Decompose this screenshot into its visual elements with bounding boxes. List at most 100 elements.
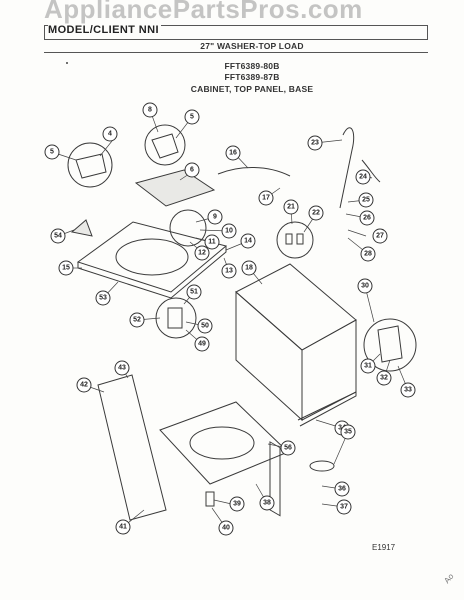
- svg-text:22: 22: [312, 210, 320, 217]
- svg-text:28: 28: [364, 251, 372, 258]
- cabinet-bracket-part: [377, 325, 403, 363]
- bracket-detail-circle: [276, 221, 314, 259]
- svg-text:49: 49: [198, 341, 206, 348]
- svg-text:23: 23: [311, 140, 319, 147]
- callout-28: 28: [360, 246, 376, 262]
- callout-41: 41: [115, 519, 131, 535]
- callout-5: 5: [184, 109, 200, 125]
- header-rule-2: [44, 52, 428, 53]
- svg-text:39: 39: [233, 501, 241, 508]
- callout-50: 50: [197, 318, 213, 334]
- callout-43: 43: [114, 360, 130, 376]
- callout-25: 25: [358, 192, 374, 208]
- callout-18: 18: [241, 260, 257, 276]
- callout-16: 16: [225, 145, 241, 161]
- svg-text:42: 42: [80, 382, 88, 389]
- callout-5: 5: [44, 144, 60, 160]
- header-title: 27" WASHER-TOP LOAD: [200, 41, 304, 51]
- svg-text:30: 30: [361, 283, 369, 290]
- diagram-code: E1917: [372, 543, 396, 552]
- callout-12: 12: [194, 245, 210, 261]
- svg-text:25: 25: [362, 197, 370, 204]
- callout-56: 56: [280, 440, 296, 456]
- hinge-detail-circle: [67, 142, 113, 188]
- cabinet-bottom-strip: [297, 391, 357, 427]
- callout-22: 22: [308, 205, 324, 221]
- cabinet-slot-1: [269, 441, 281, 517]
- svg-text:21: 21: [287, 204, 295, 211]
- svg-text:43: 43: [118, 365, 126, 372]
- callout-49: 49: [194, 336, 210, 352]
- callout-52: 52: [129, 312, 145, 328]
- base-center-ring: [189, 426, 255, 460]
- callout-15: 15: [58, 260, 74, 276]
- callout-38: 38: [259, 495, 275, 511]
- switch-detail-circle: [144, 124, 186, 166]
- svg-text:36: 36: [338, 486, 346, 493]
- callout-26: 26: [359, 210, 375, 226]
- callout-30: 30: [357, 278, 373, 294]
- svg-text:10: 10: [225, 228, 233, 235]
- lid-switch-detail-circle: [169, 209, 207, 247]
- svg-text:14: 14: [244, 238, 252, 245]
- callout-51: 51: [186, 284, 202, 300]
- callout-10: 10: [221, 223, 237, 239]
- callout-36: 36: [334, 481, 350, 497]
- switch-part: [151, 133, 179, 159]
- svg-text:5: 5: [190, 114, 194, 121]
- latch-part: [167, 307, 183, 329]
- callout-31: 31: [360, 358, 376, 374]
- callout-14: 14: [240, 233, 256, 249]
- hose-clamp-part: [361, 159, 381, 183]
- base-part: [159, 401, 289, 485]
- callout-24: 24: [355, 169, 371, 185]
- callout-35: 35: [340, 424, 356, 440]
- svg-text:41: 41: [119, 524, 127, 531]
- callout-17: 17: [258, 190, 274, 206]
- model-number-2: FFT6389-87B: [224, 72, 280, 82]
- svg-text:9: 9: [213, 214, 217, 221]
- callout-11: 11: [204, 234, 220, 250]
- speck: [66, 62, 68, 64]
- svg-text:6: 6: [190, 167, 194, 174]
- bleach-cap-part: [70, 219, 93, 237]
- callout-13: 13: [221, 263, 237, 279]
- svg-text:26: 26: [363, 215, 371, 222]
- svg-text:17: 17: [262, 195, 270, 202]
- svg-text:50: 50: [201, 323, 209, 330]
- section-title: CABINET, TOP PANEL, BASE: [190, 84, 314, 94]
- drain-hose-part: [339, 127, 355, 209]
- callout-53: 53: [95, 290, 111, 306]
- cabinet-detail-circle: [363, 318, 417, 372]
- callout-21: 21: [283, 199, 299, 215]
- svg-text:16: 16: [229, 150, 237, 157]
- svg-text:56: 56: [284, 445, 292, 452]
- callout-39: 39: [229, 496, 245, 512]
- callout-6: 6: [184, 162, 200, 178]
- svg-text:40: 40: [222, 525, 230, 532]
- model-number-1: FFT6389-80B: [224, 61, 280, 71]
- svg-text:15: 15: [62, 265, 70, 272]
- svg-text:8: 8: [148, 107, 152, 114]
- model-label: MODEL/CLIENT NNI: [48, 24, 161, 36]
- cabinet-top-edge: [235, 263, 357, 351]
- callout-23: 23: [307, 135, 323, 151]
- svg-text:35: 35: [344, 429, 352, 436]
- svg-text:53: 53: [99, 295, 107, 302]
- hinge-part: [75, 153, 107, 179]
- latch-detail-circle: [155, 297, 197, 339]
- header-rule-1: [44, 39, 428, 40]
- callout-54: 54: [50, 228, 66, 244]
- svg-text:5: 5: [50, 149, 54, 156]
- svg-text:37: 37: [340, 504, 348, 511]
- svg-text:13: 13: [225, 268, 233, 275]
- svg-text:32: 32: [380, 375, 388, 382]
- callout-40: 40: [218, 520, 234, 536]
- svg-text:24: 24: [359, 174, 367, 181]
- leg-part: [205, 491, 215, 507]
- svg-text:12: 12: [198, 250, 206, 257]
- watermark-text: AppliancePartsPros.com: [44, 0, 363, 24]
- header-frame: [44, 25, 428, 40]
